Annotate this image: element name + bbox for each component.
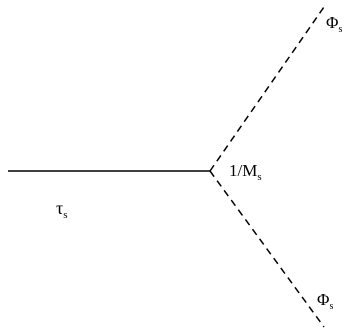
tau-label: τs xyxy=(56,198,68,221)
phi-bottom-dashed-line xyxy=(209,170,325,328)
phi-bottom-label: Φs xyxy=(317,290,333,312)
vertex-coupling-subscript: s xyxy=(257,171,261,183)
tau-subscript: s xyxy=(63,209,67,221)
vertex-coupling-label: 1/Ms xyxy=(229,161,262,183)
phi-bottom-subscript: s xyxy=(329,301,333,312)
vertex-coupling-main: 1/M xyxy=(229,161,257,180)
phi-top-dashed-line xyxy=(209,6,325,172)
phi-bottom-symbol: Φ xyxy=(317,290,329,309)
phi-top-label: Φs xyxy=(326,13,342,35)
phi-top-subscript: s xyxy=(338,24,342,35)
tau-symbol: τ xyxy=(56,198,63,218)
phi-top-symbol: Φ xyxy=(326,13,338,32)
